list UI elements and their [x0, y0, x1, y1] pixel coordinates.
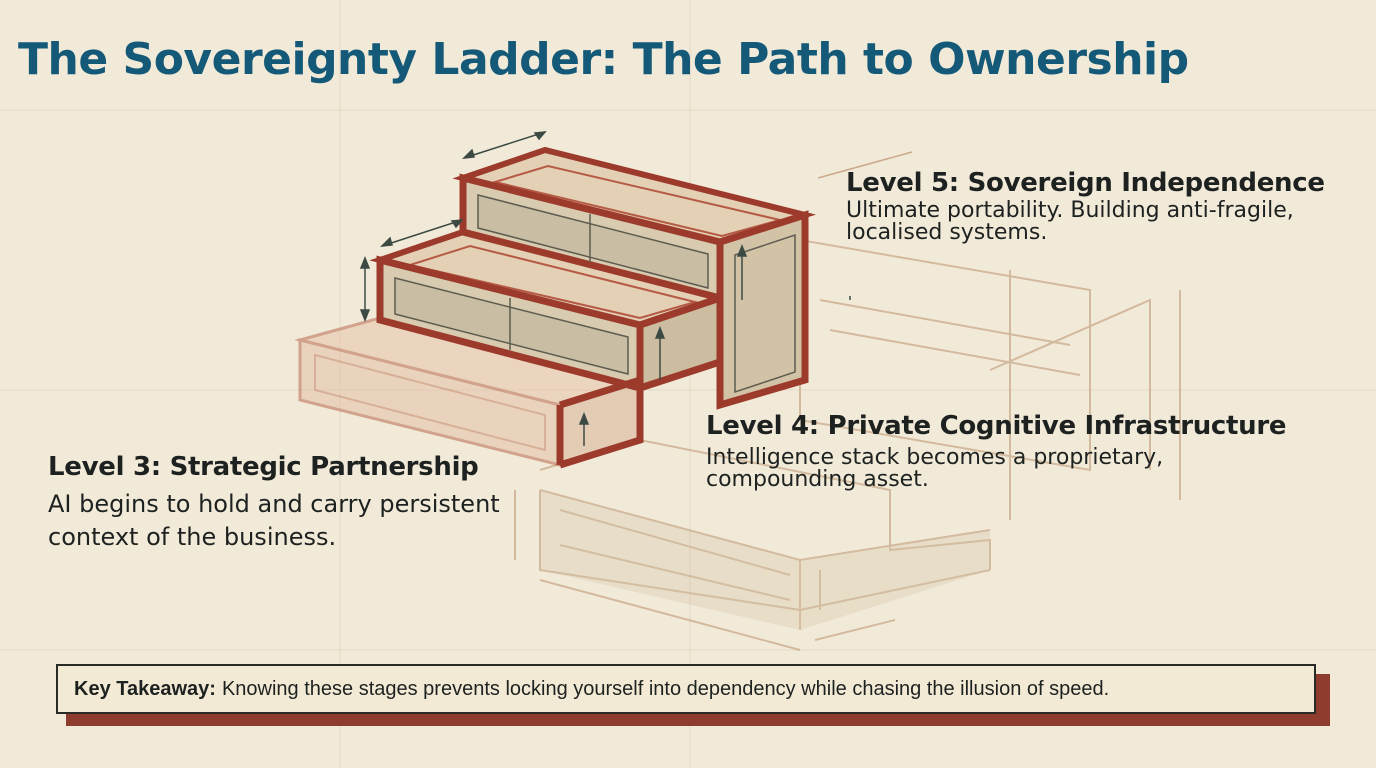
level-3-description-line: AI begins to hold and carry persistent: [48, 490, 500, 518]
step-frame-lower: [556, 375, 644, 469]
ghost-steps: [514, 238, 1181, 651]
level-5-callout: Level 5: Sovereign Independence Ultimate…: [846, 168, 1366, 244]
level-3-heading: Level 3: Strategic Partnership: [48, 452, 479, 482]
key-takeaway-box: Key Takeaway: Knowing these stages preve…: [56, 664, 1316, 714]
ghost-steps-fill: [540, 490, 990, 630]
level-4-callout: Level 4: Private Cognitive Infrastructur…: [706, 411, 1326, 491]
level-5-description: Ultimate portability. Building anti-frag…: [846, 200, 1366, 244]
page-title: The Sovereignty Ladder: The Path to Owne…: [18, 34, 1189, 85]
level-4-description-line: Intelligence stack becomes a proprietary…: [706, 445, 1164, 470]
level-3-description-line: context of the business.: [48, 523, 337, 551]
takeaway-text: Knowing these stages prevents locking yo…: [221, 677, 1110, 700]
level-5-description-line: Ultimate portability. Building anti-frag…: [846, 198, 1294, 223]
dimension-arrows: [359, 131, 913, 446]
level-4-description: Intelligence stack becomes a proprietary…: [706, 447, 1326, 491]
level-3-callout: Level 3: Strategic Partnership AI begins…: [48, 452, 548, 554]
level-3-description: AI begins to hold and carry persistent c…: [48, 488, 538, 554]
level-5-heading: Level 5: Sovereign Independence: [846, 168, 1325, 198]
level-4-description-line: compounding asset.: [706, 467, 929, 492]
level-5-description-line: localised systems.: [846, 220, 1048, 245]
takeaway-label: Key Takeaway:: [74, 677, 216, 700]
level-4-heading: Level 4: Private Cognitive Infrastructur…: [706, 411, 1287, 441]
